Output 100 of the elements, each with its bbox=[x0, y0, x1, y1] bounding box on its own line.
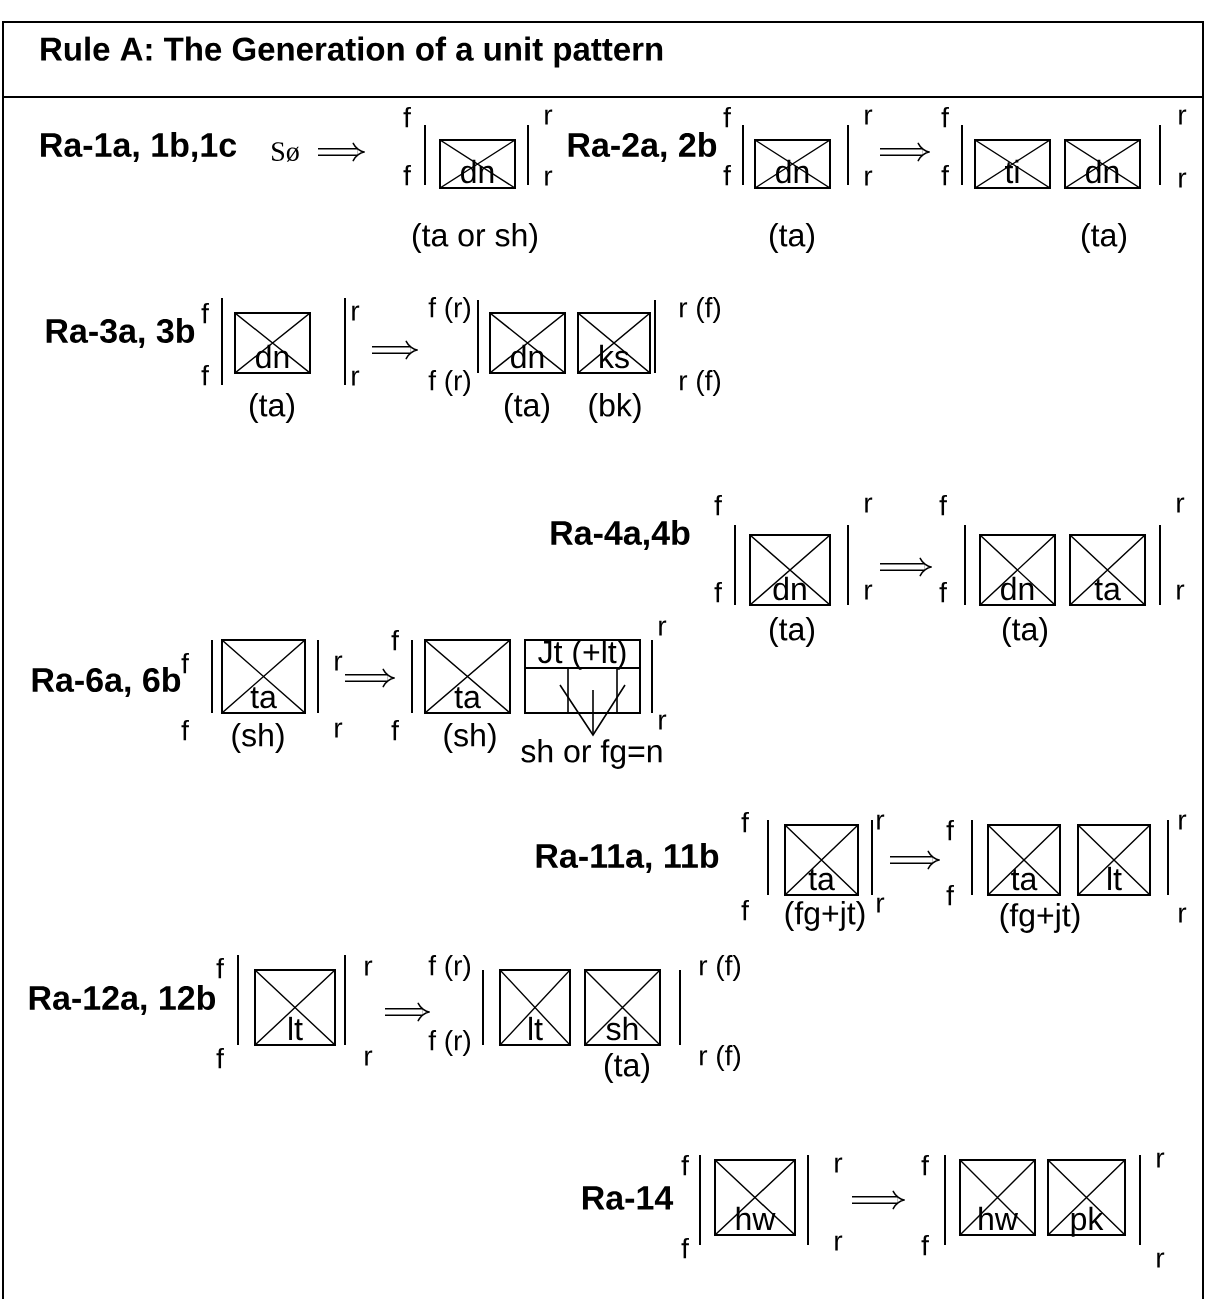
side-label: r bbox=[545, 170, 553, 186]
side-label: r bbox=[659, 714, 667, 730]
rule-label: Ra-6a, 6b bbox=[32, 667, 181, 697]
sub-label: (ta) bbox=[770, 617, 814, 647]
crossed-box: dn bbox=[979, 534, 1056, 606]
side-label: f bbox=[921, 1154, 929, 1176]
side-label: f bbox=[741, 811, 749, 833]
crossed-box: ta bbox=[424, 639, 511, 714]
side-label: f bbox=[941, 164, 949, 186]
crossed-box: lt bbox=[254, 969, 336, 1046]
side-label: r bbox=[659, 620, 667, 636]
crossed-box: hw bbox=[959, 1159, 1036, 1236]
crossed-box: ta bbox=[221, 639, 306, 714]
side-label: f bbox=[723, 106, 731, 128]
crossed-box: lt bbox=[499, 969, 571, 1046]
crossed-box: dn bbox=[749, 534, 831, 606]
side-label: r (f) bbox=[680, 297, 720, 324]
crossed-box: ta bbox=[1069, 534, 1146, 606]
side-label: r (f) bbox=[700, 955, 740, 982]
side-label: f (r) bbox=[428, 955, 470, 982]
side-label: r bbox=[1157, 1152, 1165, 1168]
side-label: r bbox=[877, 897, 885, 913]
side-label: f bbox=[403, 164, 411, 186]
side-label: r bbox=[1179, 109, 1187, 125]
side-label: f bbox=[201, 364, 209, 386]
sub-label: (ta) bbox=[250, 393, 294, 423]
side-label: r bbox=[865, 497, 873, 513]
side-label: r bbox=[335, 655, 343, 671]
side-label: f (r) bbox=[428, 370, 470, 397]
side-label: r (f) bbox=[700, 1045, 740, 1072]
side-label: f bbox=[681, 1154, 689, 1176]
side-label: f bbox=[201, 302, 209, 324]
side-label: r bbox=[1157, 1252, 1165, 1268]
sub-label: (sh) bbox=[232, 723, 284, 753]
rule-label: Ra-1a, 1b,1c bbox=[41, 132, 237, 162]
sub-label: (ta) bbox=[1082, 223, 1126, 253]
side-label: r bbox=[865, 109, 873, 125]
crossed-box: ta bbox=[784, 824, 859, 896]
side-label: f bbox=[391, 629, 399, 651]
sub-label: (fg+jt) bbox=[785, 901, 865, 931]
side-label: f bbox=[681, 1237, 689, 1259]
side-label: f (r) bbox=[428, 297, 470, 324]
side-label: r bbox=[1177, 497, 1185, 513]
side-label: r bbox=[545, 109, 553, 125]
side-label: f bbox=[939, 494, 947, 516]
side-label: f bbox=[714, 581, 722, 603]
side-label: f bbox=[216, 957, 224, 979]
side-label: f bbox=[946, 884, 954, 906]
crossed-box: pk bbox=[1047, 1159, 1126, 1237]
side-label: f bbox=[216, 1047, 224, 1069]
sub-label: sh or fg=n bbox=[521, 739, 662, 769]
rule-label: Ra-14 bbox=[582, 1186, 674, 1210]
side-label: r bbox=[835, 1157, 843, 1173]
side-label: r bbox=[365, 960, 373, 976]
sub-label: (ta) bbox=[770, 223, 814, 253]
sub-label: (bk) bbox=[589, 393, 641, 423]
rule-label: Ra-3a, 3b bbox=[46, 318, 195, 348]
side-label: r bbox=[352, 370, 360, 386]
side-label: f bbox=[939, 581, 947, 603]
crossed-box: sh bbox=[584, 969, 661, 1046]
side-label: r bbox=[865, 170, 873, 186]
side-label: r bbox=[865, 584, 873, 600]
crossed-box: hw bbox=[714, 1159, 796, 1236]
sub-label: (sh) bbox=[444, 723, 496, 753]
sub-label: (ta) bbox=[1003, 617, 1047, 647]
side-label: r bbox=[1177, 584, 1185, 600]
side-label: r bbox=[352, 305, 360, 321]
rule-label: Ra-2a, 2b bbox=[568, 132, 717, 162]
side-label: f (r) bbox=[428, 1030, 470, 1057]
side-label: r bbox=[1179, 814, 1187, 830]
crossed-box: dn bbox=[234, 312, 311, 374]
crossed-box: ta bbox=[987, 824, 1061, 896]
rule-label: Ra-12a, 12b bbox=[29, 985, 216, 1015]
side-label: r bbox=[335, 722, 343, 738]
sub-label: (ta) bbox=[505, 393, 549, 423]
side-label: f bbox=[946, 819, 954, 841]
symbol-text: Sø bbox=[272, 142, 299, 162]
side-label: f bbox=[714, 494, 722, 516]
rule-label: Ra-11a, 11b bbox=[536, 843, 719, 873]
side-label: f bbox=[181, 719, 189, 741]
side-label: r bbox=[877, 814, 885, 830]
side-label: f bbox=[391, 719, 399, 741]
side-label: r bbox=[1179, 172, 1187, 188]
crossed-box: lt bbox=[1077, 824, 1151, 896]
sub-label: (ta) bbox=[605, 1053, 649, 1083]
crossed-box: ks bbox=[577, 312, 651, 374]
side-label: r (f) bbox=[680, 370, 720, 397]
title: Rule A: The Generation of a unit pattern bbox=[41, 36, 663, 68]
side-label: f bbox=[921, 1234, 929, 1256]
sub-label: (fg+jt) bbox=[1000, 903, 1080, 933]
side-label: f bbox=[181, 652, 189, 674]
side-label: f bbox=[403, 106, 411, 128]
sub-label: (ta or sh) bbox=[413, 223, 537, 253]
side-label: r bbox=[1179, 907, 1187, 923]
side-label: r bbox=[365, 1050, 373, 1066]
side-label: f bbox=[741, 899, 749, 921]
side-label: r bbox=[835, 1235, 843, 1251]
rule-label: Ra-4a,4b bbox=[551, 520, 690, 550]
side-label: f bbox=[941, 106, 949, 128]
crossed-box: dn bbox=[489, 312, 566, 374]
